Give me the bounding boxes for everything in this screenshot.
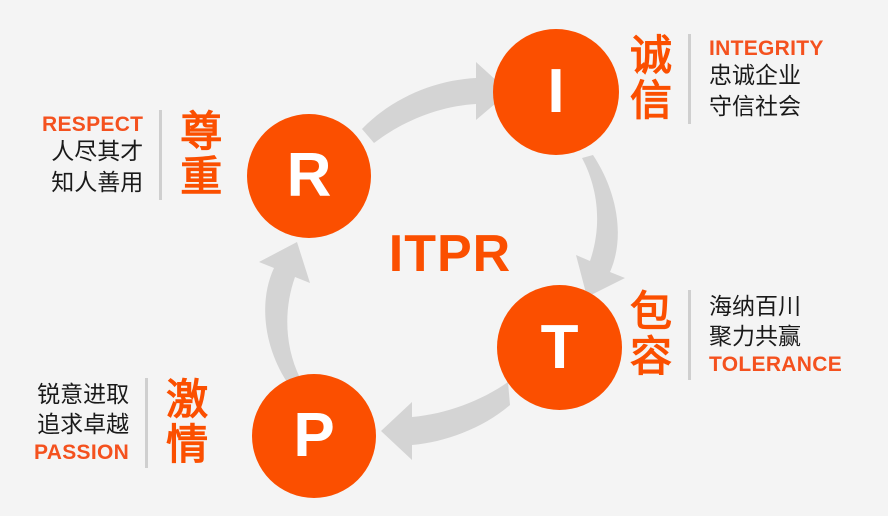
integrity-divider xyxy=(688,34,692,124)
respect-divider xyxy=(159,110,163,200)
node-letter-p: P xyxy=(293,401,335,470)
integrity-chinese-title: 诚 信 xyxy=(630,31,673,125)
node-letter-i: I xyxy=(547,57,565,126)
tolerance-line-1: 海纳百川 xyxy=(709,293,802,320)
respect-chinese-title: 尊 重 xyxy=(180,107,223,201)
tolerance-line-2: 聚力共赢 xyxy=(709,324,802,351)
node-circle-integrity[interactable]: I xyxy=(493,29,619,155)
passion-title-char-1: 激 xyxy=(166,375,209,424)
tolerance-title-char-2: 容 xyxy=(630,331,673,381)
arrow-i-to-t-icon xyxy=(576,155,625,297)
integrity-detail: INTEGRITY 忠诚企业 守信社会 xyxy=(709,36,824,122)
arrow-r-to-i-icon xyxy=(362,62,509,143)
passion-line-2: 追求卓越 xyxy=(37,412,130,439)
passion-english-label: PASSION xyxy=(34,441,130,465)
tolerance-title-char-1: 包 xyxy=(630,287,673,336)
node-circle-passion[interactable]: P xyxy=(252,374,376,498)
node-circle-respect[interactable]: R xyxy=(247,114,371,238)
respect-title-char-1: 尊 xyxy=(180,107,223,156)
integrity-english-label: INTEGRITY xyxy=(709,36,824,60)
respect-line-1: 人尽其才 xyxy=(51,139,144,166)
respect-line-2: 知人善用 xyxy=(51,169,144,196)
node-letter-r: R xyxy=(286,141,332,210)
passion-title-char-2: 情 xyxy=(166,419,209,469)
respect-detail: RESPECT 人尽其才 知人善用 xyxy=(42,112,143,198)
integrity-title-char-2: 信 xyxy=(630,75,673,125)
tolerance-english-label: TOLERANCE xyxy=(709,353,843,377)
value-block-tolerance: 包 容 海纳百川 聚力共赢 TOLERANCE xyxy=(630,287,842,381)
tolerance-chinese-title: 包 容 xyxy=(630,287,673,381)
integrity-title-char-1: 诚 xyxy=(630,31,673,80)
passion-chinese-title: 激 情 xyxy=(166,375,209,469)
tolerance-detail: 海纳百川 聚力共赢 TOLERANCE xyxy=(709,292,842,378)
passion-detail: 锐意进取 追求卓越 PASSION xyxy=(34,380,129,466)
arrow-t-to-p-icon xyxy=(381,382,510,460)
integrity-line-2: 守信社会 xyxy=(709,93,802,120)
center-acronym: ITPR xyxy=(388,225,512,283)
respect-english-label: RESPECT xyxy=(42,112,144,136)
tolerance-divider xyxy=(688,290,692,380)
value-block-respect: RESPECT 人尽其才 知人善用 尊 重 xyxy=(42,107,223,201)
integrity-line-1: 忠诚企业 xyxy=(709,63,802,90)
arrow-p-to-r-icon xyxy=(259,242,310,382)
value-block-integrity: 诚 信 INTEGRITY 忠诚企业 守信社会 xyxy=(630,31,824,125)
passion-divider xyxy=(145,378,149,468)
node-circle-tolerance[interactable]: T xyxy=(497,285,622,410)
respect-title-char-2: 重 xyxy=(180,151,223,201)
node-letter-t: T xyxy=(540,312,579,382)
value-block-passion: 锐意进取 追求卓越 PASSION 激 情 xyxy=(34,375,209,469)
passion-line-1: 锐意进取 xyxy=(37,381,130,408)
